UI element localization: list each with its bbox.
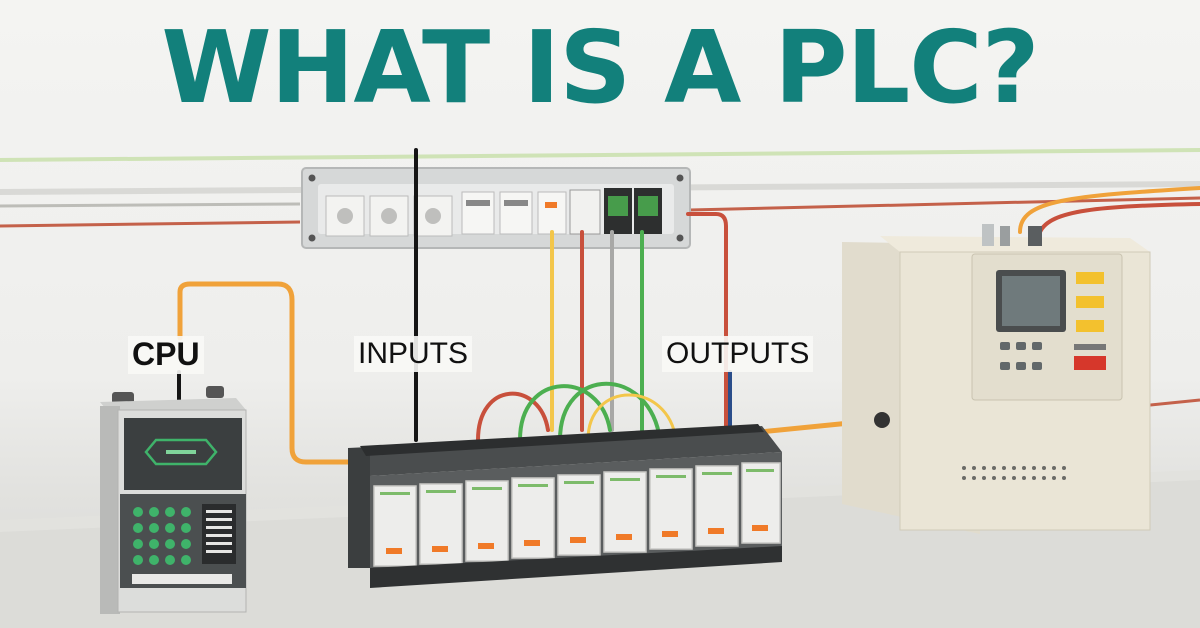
terminal-panel-icon bbox=[301, 167, 691, 249]
plc-rack-icon bbox=[348, 424, 782, 588]
outputs-label: OUTPUTS bbox=[662, 336, 814, 372]
inputs-label: INPUTS bbox=[354, 336, 473, 372]
page-title: WHAT IS A PLC? bbox=[161, 9, 1039, 126]
cpu-unit-icon bbox=[100, 386, 247, 614]
cpu-label: CPU bbox=[128, 336, 204, 374]
control-cabinet-icon bbox=[842, 224, 1151, 534]
